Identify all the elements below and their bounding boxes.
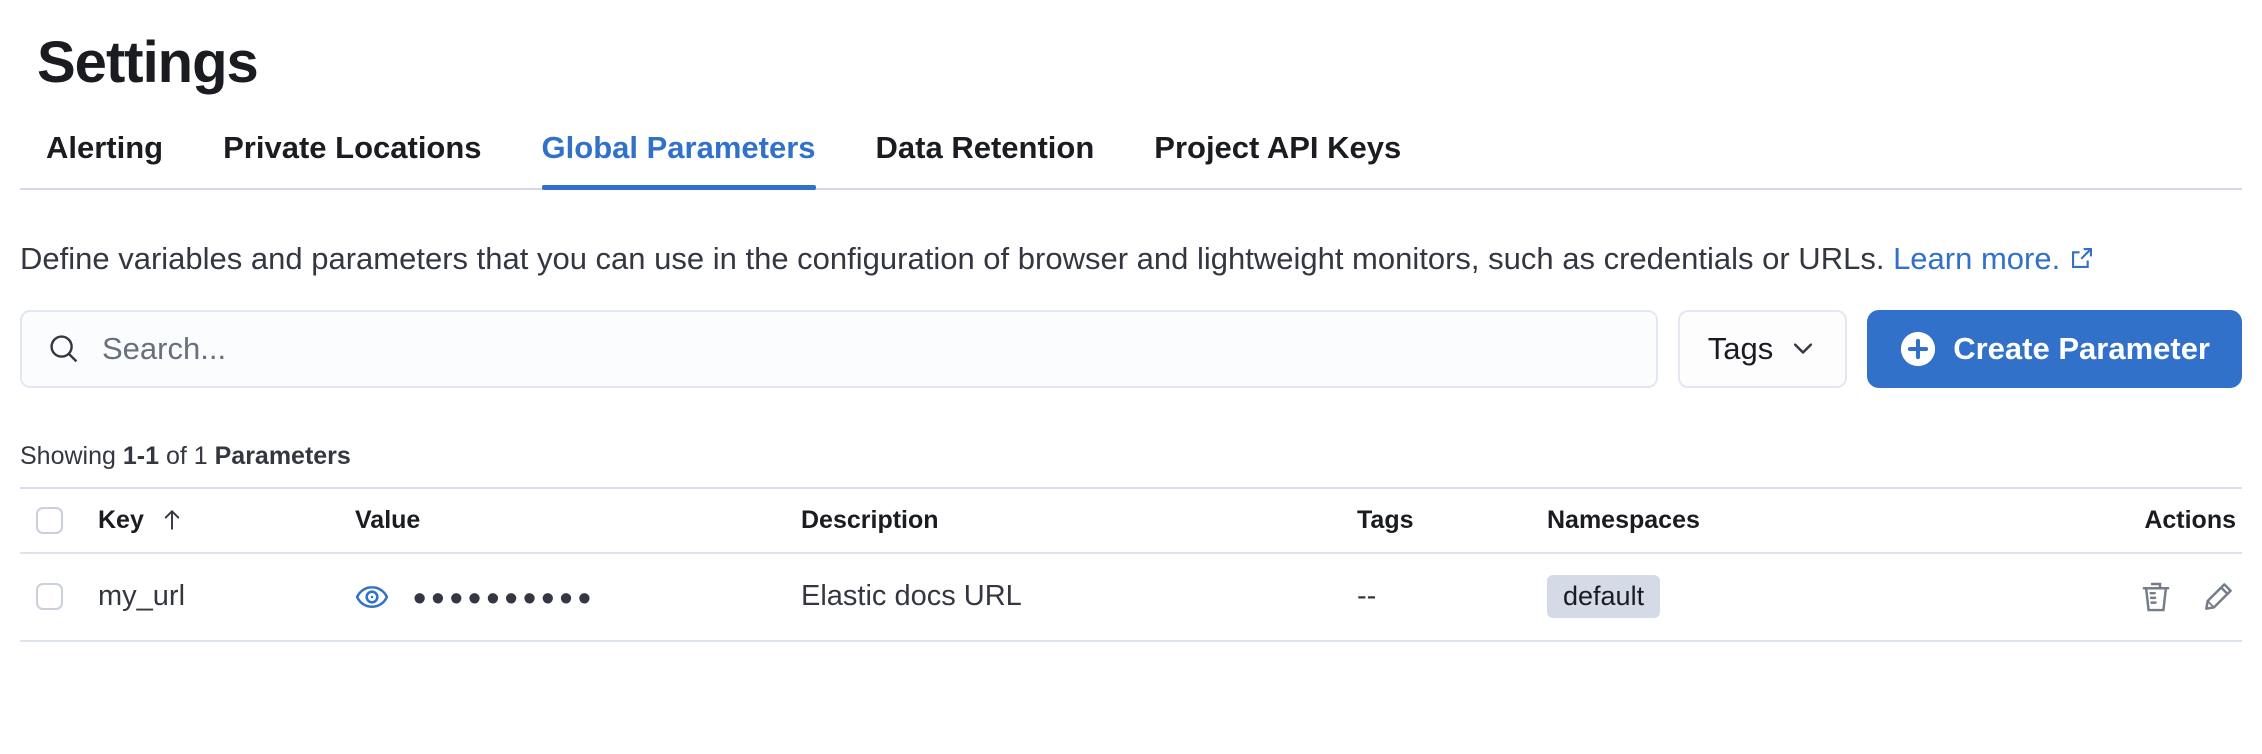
parameters-table: Key Value Description Tags Namespaces Ac… (20, 486, 2242, 642)
tags-filter-button[interactable]: Tags (1677, 309, 1848, 388)
namespace-badge: default (1547, 575, 1661, 619)
search-icon (48, 333, 80, 365)
column-header-namespaces: Namespaces (1547, 505, 1700, 534)
cell-value: •••••••••• (355, 576, 801, 618)
cell-namespaces: default (1547, 575, 2107, 619)
column-header-key[interactable]: Key (98, 506, 355, 535)
table-row: my_url •••••••••• Elastic docs URL -- de… (20, 554, 2242, 642)
tab-project-api-keys[interactable]: Project API Keys (1154, 129, 1402, 165)
sort-ascending-arrow-icon (158, 506, 186, 534)
column-header-description: Description (801, 505, 939, 534)
tab-global-parameters[interactable]: Global Parameters (541, 130, 816, 190)
search-box (20, 309, 1658, 388)
eye-icon[interactable] (355, 580, 389, 614)
select-all-checkbox[interactable] (36, 506, 63, 534)
cell-tags: -- (1357, 580, 1377, 613)
description-text: Define variables and parameters that you… (20, 240, 1885, 276)
cell-description: Elastic docs URL (801, 580, 1022, 613)
search-input[interactable] (102, 330, 1630, 367)
parameters-toolbar: Tags Create Parameter (20, 309, 2242, 388)
column-header-tags: Tags (1357, 505, 1414, 534)
results-label: Parameters (214, 441, 351, 470)
column-header-actions: Actions (2144, 505, 2236, 534)
external-link-icon (2069, 245, 2095, 271)
cell-actions (2107, 579, 2242, 615)
learn-more-link[interactable]: Learn more. (1893, 241, 2095, 276)
create-parameter-label: Create Parameter (1953, 330, 2210, 366)
cell-key: my_url (98, 580, 186, 613)
masked-value: •••••••••• (413, 577, 597, 620)
table-header-row: Key Value Description Tags Namespaces Ac… (20, 486, 2242, 554)
plus-in-circle-icon (1899, 330, 1937, 368)
settings-tabs: Alerting Private Locations Global Parame… (20, 130, 2242, 190)
edit-icon[interactable] (2200, 579, 2236, 615)
delete-icon[interactable] (2138, 579, 2174, 615)
column-header-value: Value (355, 505, 421, 534)
tags-filter-label: Tags (1707, 330, 1774, 366)
page-description: Define variables and parameters that you… (20, 234, 2242, 284)
chevron-down-icon (1789, 335, 1817, 363)
tab-data-retention[interactable]: Data Retention (875, 129, 1095, 165)
create-parameter-button[interactable]: Create Parameter (1867, 309, 2242, 388)
page-title: Settings (37, 30, 259, 95)
results-summary: Showing 1-1 of 1 Parameters (20, 441, 351, 470)
tab-alerting[interactable]: Alerting (46, 129, 164, 165)
tab-private-locations[interactable]: Private Locations (223, 129, 482, 165)
row-checkbox[interactable] (36, 583, 63, 611)
results-range: 1-1 (122, 441, 159, 470)
